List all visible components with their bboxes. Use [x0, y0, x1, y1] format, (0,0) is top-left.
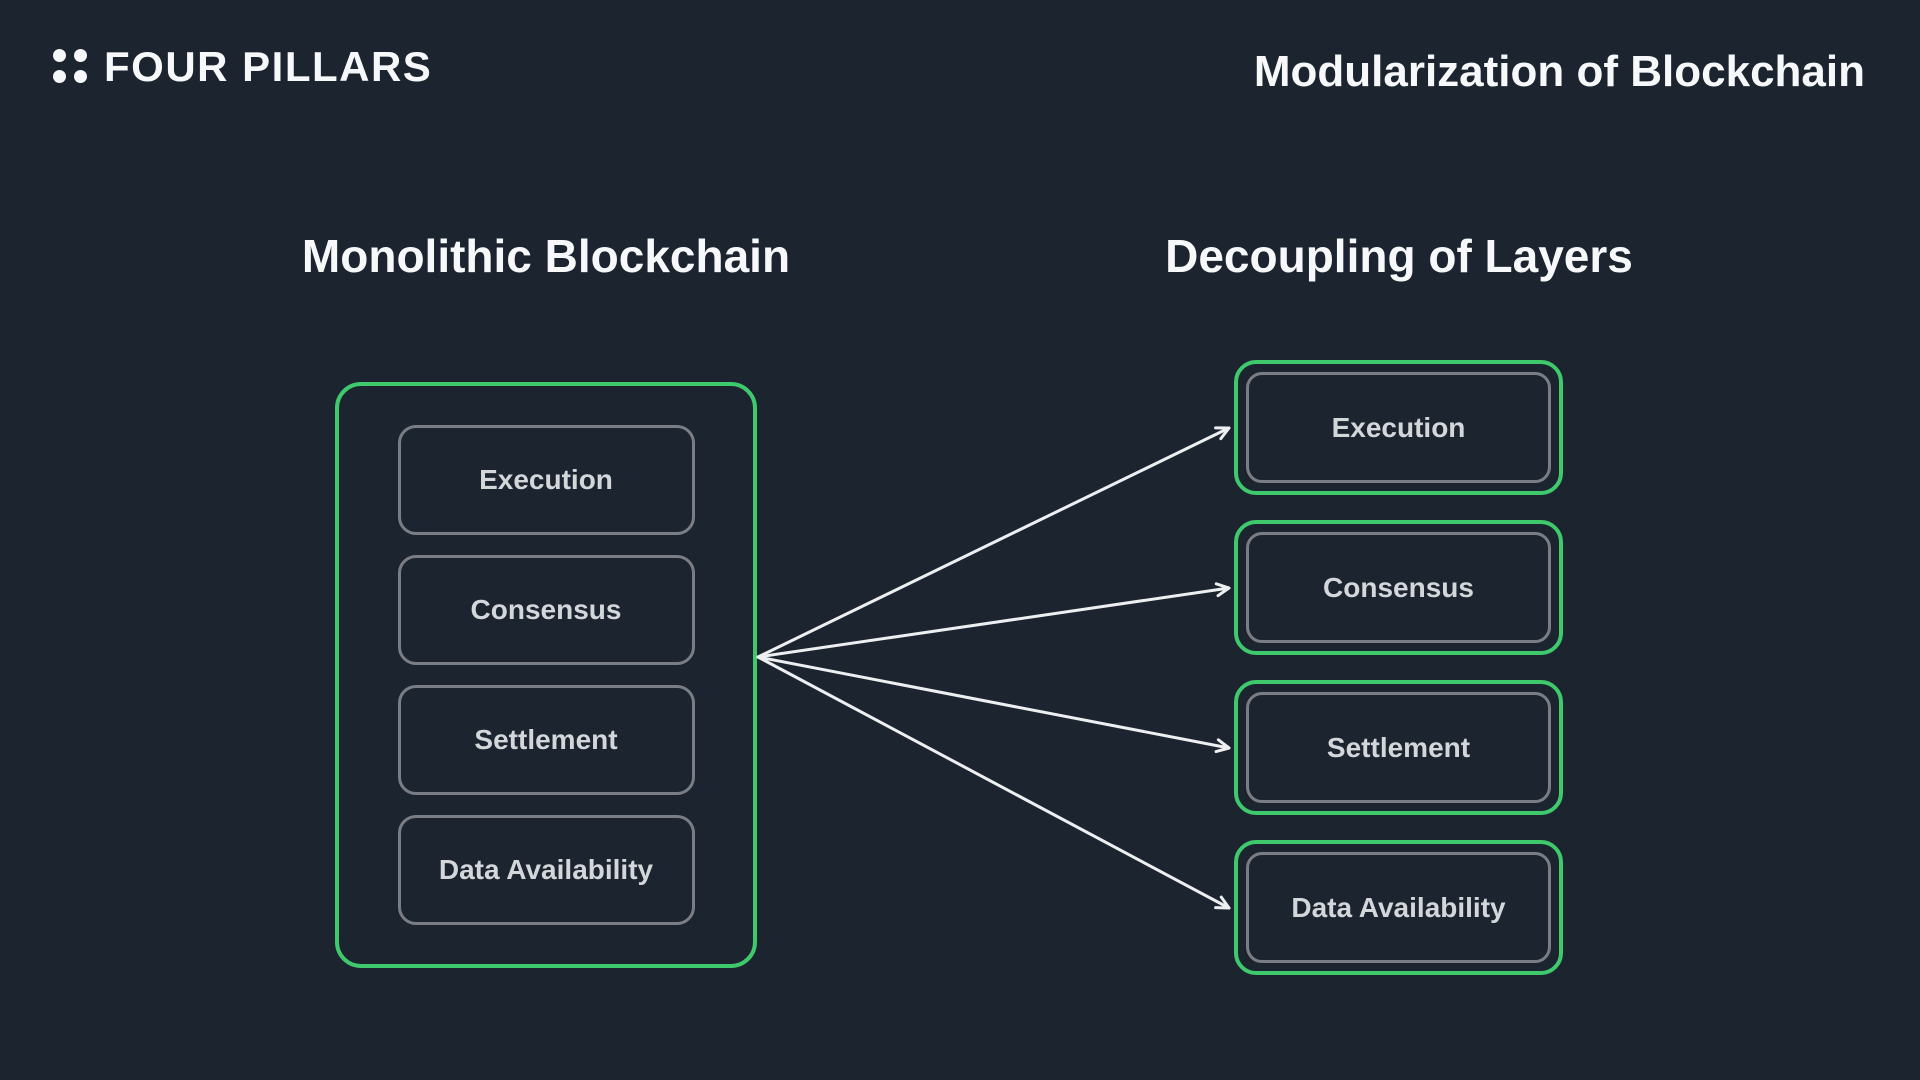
decoupled-box-consensus: Consensus	[1234, 520, 1563, 655]
mono-layer-execution: Execution	[397, 425, 695, 535]
decoupled-box-inner: Settlement	[1246, 692, 1551, 803]
layer-label: Data Availability	[1291, 891, 1506, 923]
decoupled-box-execution: Execution	[1234, 360, 1563, 495]
arrow-to-consensus	[756, 582, 1231, 659]
layer-label: Consensus	[1323, 571, 1474, 603]
layer-label: Execution	[479, 464, 613, 495]
layer-label: Consensus	[470, 594, 622, 625]
decoupled-box-inner: Consensus	[1246, 532, 1551, 643]
decoupled-box-data-availability: Data Availability	[1234, 840, 1563, 975]
monolithic-blockchain-box: Execution Consensus Settlement Data Avai…	[335, 382, 757, 968]
decoupled-box-inner: Execution	[1246, 372, 1551, 483]
layer-label: Settlement	[474, 724, 618, 755]
arrow-to-execution	[756, 426, 1231, 659]
layer-label: Settlement	[1326, 731, 1471, 763]
layer-label: Execution	[1331, 411, 1466, 443]
four-pillars-logo: FOUR PILLARS	[53, 44, 432, 88]
mono-layer-data-availability: Data Availability	[397, 815, 695, 925]
right-column-heading: Decoupling of Layers	[1165, 230, 1633, 282]
decoupled-box-inner: Data Availability	[1246, 852, 1551, 963]
logo-text: FOUR PILLARS	[104, 43, 433, 90]
arrow-to-settlement	[756, 655, 1231, 754]
mono-layer-consensus: Consensus	[397, 555, 695, 665]
slide-title: Modularization of Blockchain	[1253, 47, 1865, 96]
arrow-to-data-availability	[756, 655, 1231, 910]
mono-layer-settlement: Settlement	[397, 685, 695, 795]
decoupled-box-settlement: Settlement	[1234, 680, 1563, 815]
left-column-heading: Monolithic Blockchain	[301, 230, 791, 282]
four-dots-logo-icon	[53, 49, 87, 83]
layer-label: Data Availability	[438, 854, 654, 885]
